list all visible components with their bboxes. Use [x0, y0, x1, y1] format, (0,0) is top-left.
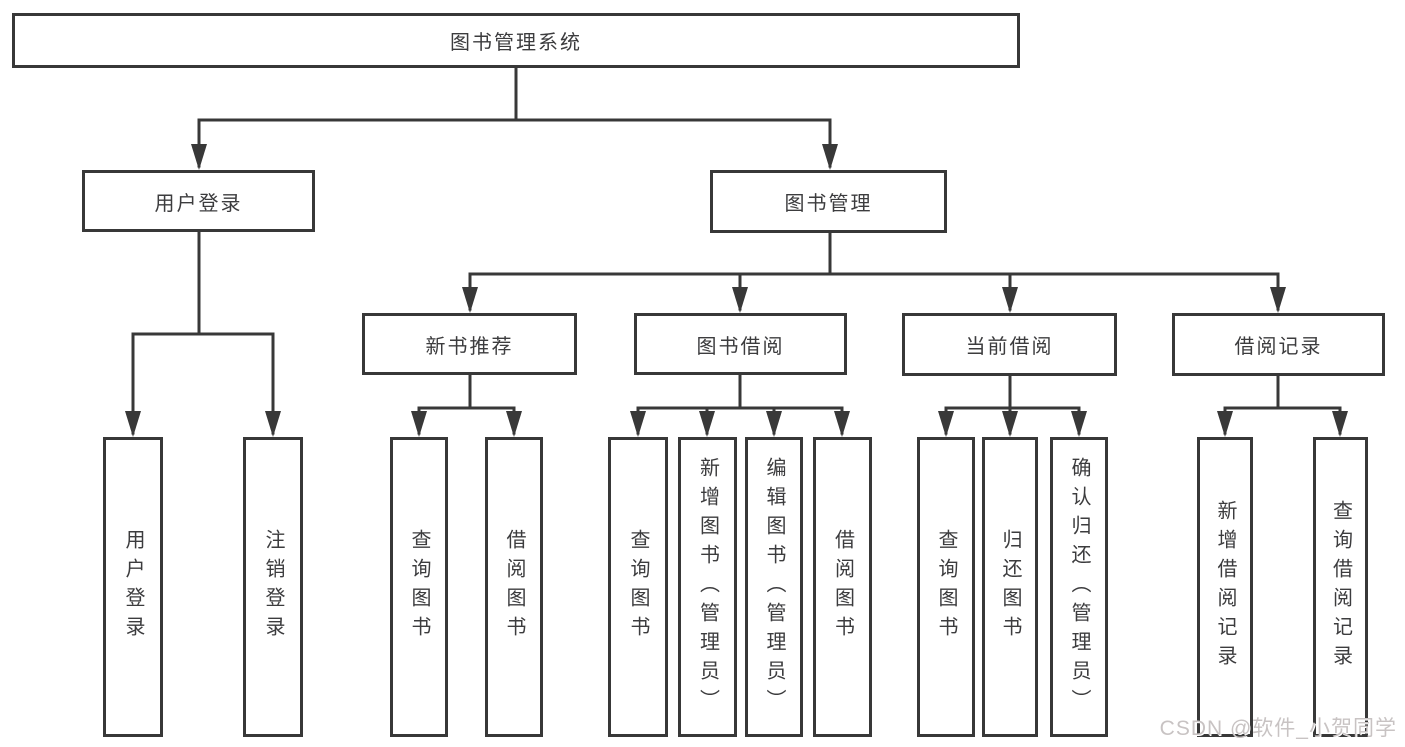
node-logout-login-label: 注销登录 — [262, 529, 284, 645]
csdn-watermark: CSDN @软件_小贺同学 — [1159, 717, 1397, 740]
node-user-login-leaf-label: 用户登录 — [122, 529, 144, 645]
node-query-books-borrowing-label: 查询图书 — [627, 529, 649, 645]
node-query-books-recommend: 查询图书 — [390, 437, 448, 737]
node-add-books-admin: 新增图书（管理员） — [678, 437, 737, 737]
node-borrowing-records: 借阅记录 — [1172, 313, 1385, 376]
node-confirm-return-admin: 确认归还（管理员） — [1050, 437, 1108, 737]
node-book-borrowing: 图书借阅 — [634, 313, 847, 375]
node-return-books: 归还图书 — [982, 437, 1038, 737]
node-return-books-label: 归还图书 — [999, 529, 1021, 645]
node-borrow-books-label: 借阅图书 — [831, 529, 854, 645]
node-current-borrowing: 当前借阅 — [902, 313, 1117, 376]
node-query-books-recommend-label: 查询图书 — [408, 529, 430, 645]
node-user-login-leaf: 用户登录 — [103, 437, 163, 737]
node-query-books-current-label: 查询图书 — [935, 529, 957, 645]
node-confirm-return-admin-label: 确认归还（管理员） — [1068, 456, 1090, 718]
node-query-borrow-record-label: 查询借阅记录 — [1329, 500, 1352, 674]
node-edit-books-admin-label: 编辑图书（管理员） — [763, 456, 785, 718]
node-book-management: 图书管理 — [710, 170, 947, 233]
node-add-borrow-record-label: 新增借阅记录 — [1214, 500, 1236, 674]
node-add-books-admin-label: 新增图书（管理员） — [696, 456, 719, 718]
node-borrow-books: 借阅图书 — [813, 437, 872, 737]
node-add-borrow-record: 新增借阅记录 — [1197, 437, 1253, 737]
node-borrow-books-recommend: 借阅图书 — [485, 437, 543, 737]
node-query-books-current: 查询图书 — [917, 437, 975, 737]
node-query-borrow-record: 查询借阅记录 — [1313, 437, 1368, 737]
node-user-login: 用户登录 — [82, 170, 315, 232]
node-borrow-books-recommend-label: 借阅图书 — [503, 529, 525, 645]
node-new-book-recommendation: 新书推荐 — [362, 313, 577, 375]
node-query-books-borrowing: 查询图书 — [608, 437, 668, 737]
node-edit-books-admin: 编辑图书（管理员） — [745, 437, 803, 737]
node-library-management-system: 图书管理系统 — [12, 13, 1020, 68]
node-logout-login: 注销登录 — [243, 437, 303, 737]
